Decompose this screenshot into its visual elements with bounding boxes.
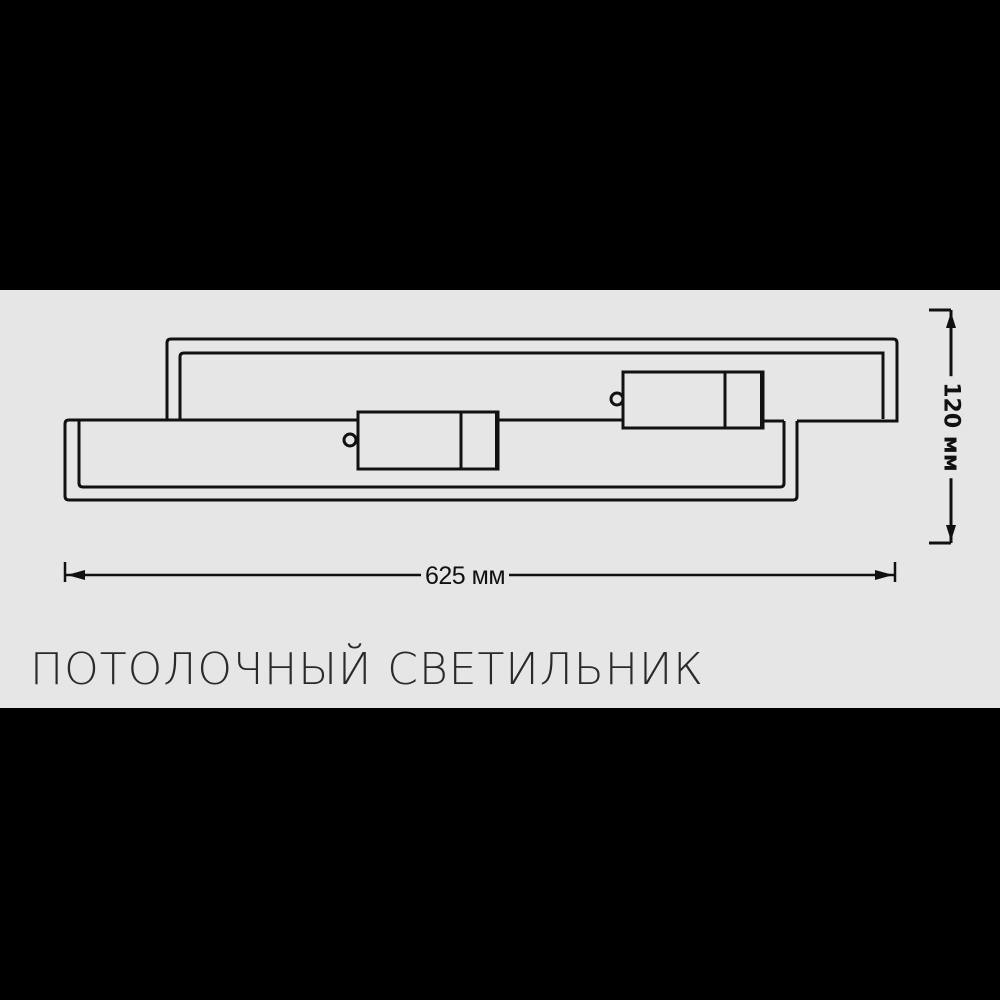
width-label: 625 мм — [421, 562, 510, 591]
upper-frame-inner — [178, 351, 885, 419]
height-label: 120 мм — [938, 376, 964, 478]
upper-frame-outer — [165, 337, 899, 423]
diagram-title: ПОТОЛОЧНЫЙ СВЕТИЛЬНИК — [30, 644, 704, 695]
arrow-right-icon — [875, 570, 893, 580]
lamp-head-1 — [342, 410, 500, 471]
arrow-up-icon — [946, 312, 956, 328]
arrow-down-icon — [946, 525, 956, 541]
lamp-head-2 — [609, 370, 765, 430]
lower-frame-outer — [63, 418, 799, 502]
lower-frame-inner — [77, 420, 786, 489]
arrow-left-icon — [67, 570, 85, 580]
